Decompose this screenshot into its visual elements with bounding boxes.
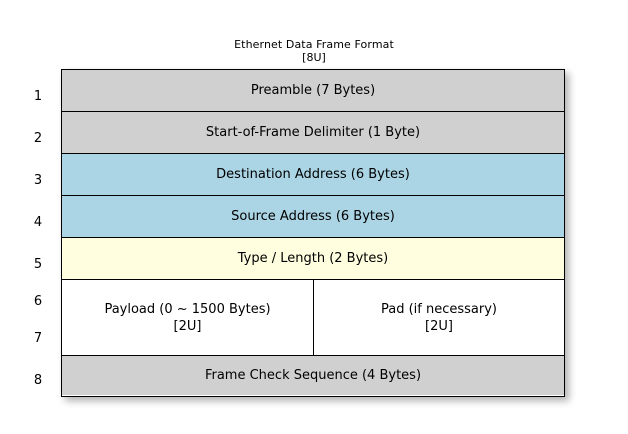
frame-field-label: Preamble (7 Bytes) bbox=[250, 82, 376, 98]
row-number-8: 8 bbox=[33, 373, 43, 388]
frame-field-payload-pad-band: Payload (0 ~ 1500 Bytes) [2U] Pad (if ne… bbox=[62, 280, 564, 356]
row-number-2: 2 bbox=[33, 131, 43, 146]
row-number-6: 6 bbox=[33, 294, 43, 309]
page-title: Ethernet Data Frame Format bbox=[234, 38, 394, 51]
frame-field-frame-check-sequence: Frame Check Sequence (4 Bytes) bbox=[62, 356, 564, 395]
frame-field-destination-address: Destination Address (6 Bytes) bbox=[62, 154, 564, 196]
frame-field-label: Frame Check Sequence (4 Bytes) bbox=[204, 367, 422, 383]
row-number-5: 5 bbox=[33, 257, 43, 272]
frame-field-type-length: Type / Length (2 Bytes) bbox=[62, 238, 564, 280]
page-subtitle: [8U] bbox=[302, 51, 326, 64]
row-number-1: 1 bbox=[33, 89, 43, 104]
frame-field-label: Pad (if necessary) bbox=[380, 301, 497, 317]
frame-field-start-of-frame-delimiter: Start-of-Frame Delimiter (1 Byte) bbox=[62, 112, 564, 154]
frame-field-preamble: Preamble (7 Bytes) bbox=[62, 70, 564, 112]
frame-field-pad: Pad (if necessary) [2U] bbox=[314, 280, 564, 355]
row-number-7: 7 bbox=[33, 331, 43, 346]
frame-field-label: Destination Address (6 Bytes) bbox=[216, 166, 410, 182]
row-number-3: 3 bbox=[33, 173, 43, 188]
row-number-gutter: 1 2 3 4 5 6 7 8 bbox=[22, 69, 54, 397]
frame-field-source-address: Source Address (6 Bytes) bbox=[62, 196, 564, 238]
frame-field-annotation: [2U] bbox=[173, 318, 202, 334]
frame-field-annotation: [2U] bbox=[425, 318, 453, 334]
frame-field-label: Type / Length (2 Bytes) bbox=[237, 250, 389, 266]
diagram-title-block: Ethernet Data Frame Format [8U] bbox=[0, 38, 628, 64]
frame-field-label: Payload (0 ~ 1500 Bytes) bbox=[104, 301, 271, 317]
row-number-4: 4 bbox=[33, 215, 43, 230]
ethernet-frame-diagram: Preamble (7 Bytes) Start-of-Frame Delimi… bbox=[61, 69, 565, 397]
frame-field-label: Source Address (6 Bytes) bbox=[231, 208, 395, 224]
frame-field-payload: Payload (0 ~ 1500 Bytes) [2U] bbox=[62, 280, 314, 355]
frame-field-label: Start-of-Frame Delimiter (1 Byte) bbox=[205, 124, 421, 140]
